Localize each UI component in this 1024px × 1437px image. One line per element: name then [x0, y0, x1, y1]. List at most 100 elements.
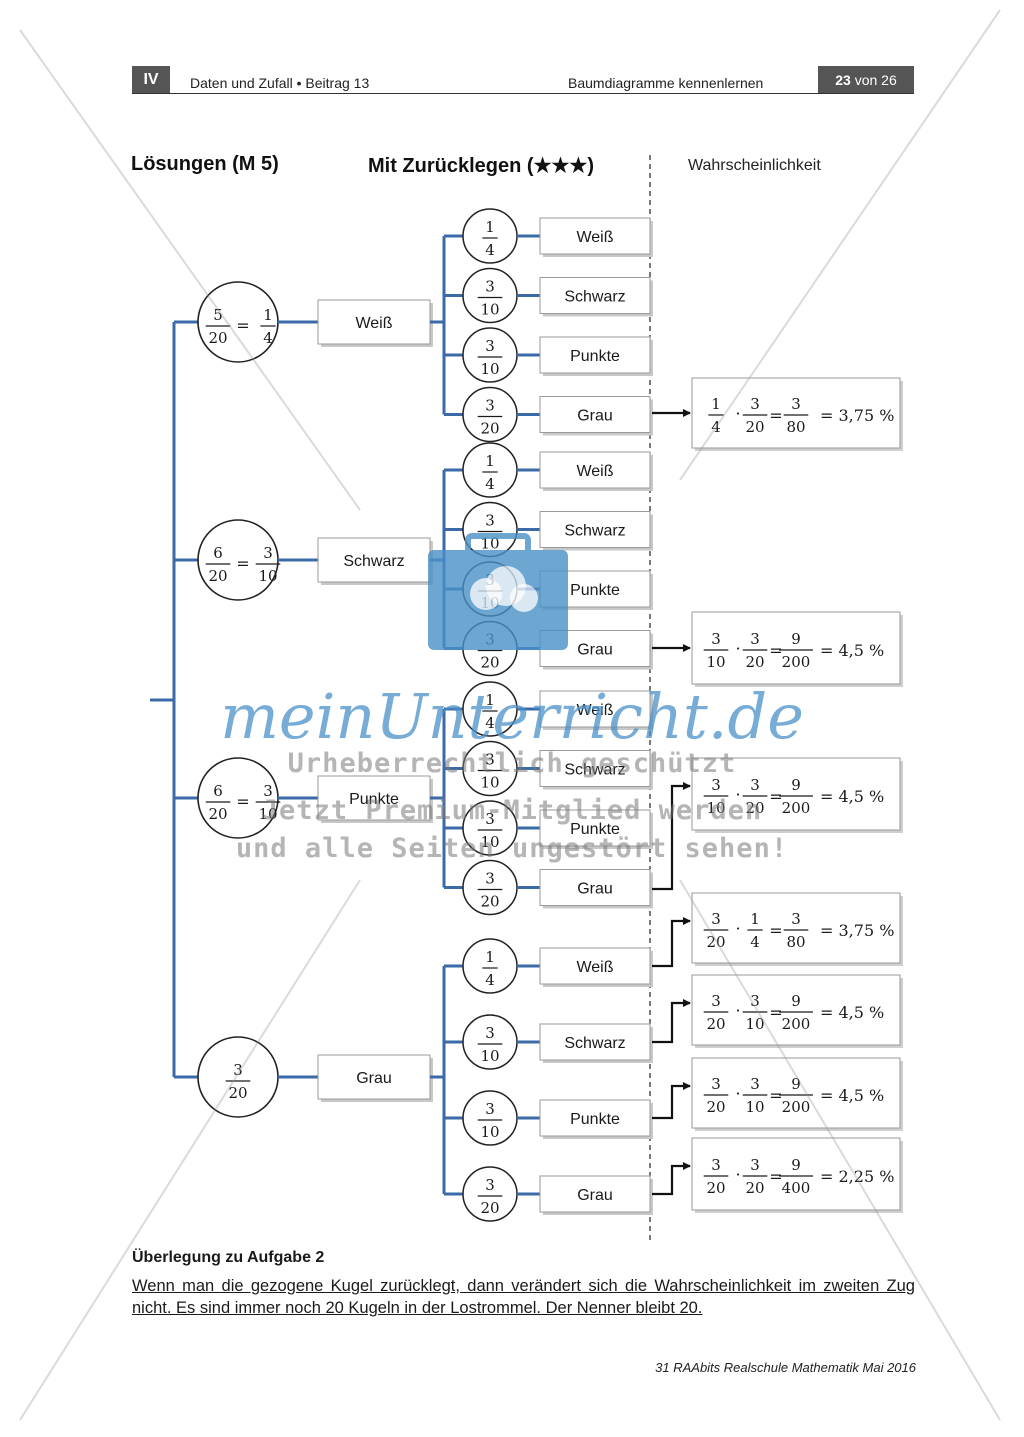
variant-title: Mit Zurücklegen (★★★) [368, 155, 595, 177]
multiply-sign: · [735, 639, 740, 658]
first-draw-box-label: Weiß [355, 315, 392, 332]
equals-sign: = [769, 1003, 782, 1022]
second-draw-box-label: Grau [577, 408, 613, 425]
fraction-denominator: 4 [485, 475, 495, 493]
second-draw-box [539, 750, 651, 787]
fraction-denominator: 200 [782, 799, 811, 817]
result-product: 380 [783, 910, 809, 951]
second-draw-box-label: Schwarz [564, 523, 625, 540]
suitcase-handle [465, 533, 531, 557]
second-draw-box-label: Punkte [570, 348, 620, 365]
fraction-denominator: 10 [480, 360, 499, 378]
second-draw-box-label: Grau [577, 881, 613, 898]
fraction-numerator: 3 [711, 992, 721, 1010]
second-draw-fraction: 320 [477, 870, 503, 911]
fraction-numerator: 9 [791, 992, 801, 1010]
fraction-denominator: 200 [782, 1015, 811, 1033]
watermark-diagonal [19, 879, 361, 1421]
series-label: Daten und Zufall • Beitrag 13 [190, 75, 370, 91]
fraction-denominator: 20 [745, 418, 764, 436]
fraction-numerator: 3 [485, 512, 495, 530]
multiply-sign: · [735, 404, 740, 423]
fraction-denominator: 80 [786, 418, 805, 436]
result-factor-1: 310 [703, 776, 729, 817]
equals-sign: = [236, 554, 249, 573]
fraction-numerator: 3 [263, 782, 273, 800]
second-draw-box-label: Schwarz [564, 289, 625, 306]
second-draw-box [539, 336, 651, 374]
fraction-denominator: 20 [706, 933, 725, 951]
second-draw-fraction: 310 [477, 278, 503, 319]
second-draw-box [539, 1023, 651, 1061]
result-factor-2: 320 [742, 395, 768, 436]
fraction-denominator: 20 [480, 420, 499, 438]
footer-source: 31 RAAbits Realschule Mathematik Mai 201… [655, 1360, 916, 1375]
fraction-numerator: 3 [485, 810, 495, 828]
result-factor-2: 320 [742, 1156, 768, 1197]
fraction-numerator: 1 [750, 910, 760, 928]
fraction-numerator: 3 [750, 630, 760, 648]
fraction-denominator: 4 [263, 329, 273, 347]
second-draw-box-label: Weiß [576, 229, 613, 246]
equals-sign: = [769, 1167, 782, 1186]
watermark-diagonal [679, 879, 1001, 1421]
fraction-denominator: 10 [480, 1047, 499, 1065]
result-percent: = 4,5 % [820, 787, 884, 806]
second-draw-box [539, 809, 651, 847]
second-draw-box-label: Schwarz [564, 1035, 625, 1052]
result-arrow [652, 917, 691, 968]
result-arrow [652, 1082, 691, 1120]
second-draw-fraction: 310 [477, 810, 503, 851]
second-draw-fraction: 14 [482, 218, 498, 259]
solutions-title: Lösungen (M 5) [131, 153, 279, 175]
fraction-numerator: 3 [711, 776, 721, 794]
fraction-denominator: 20 [480, 893, 499, 911]
fraction-denominator: 4 [485, 971, 495, 989]
fraction-denominator: 10 [480, 833, 499, 851]
fraction-denominator: 20 [208, 805, 227, 823]
second-draw-box [539, 277, 651, 314]
equals-sign: = [769, 1086, 782, 1105]
reflection-section: Überlegung zu Aufgabe 2 Wenn man die gez… [132, 1249, 915, 1319]
first-draw-fraction-reduced: 310 [255, 782, 281, 823]
fraction-numerator: 3 [711, 630, 721, 648]
equals-sign: = [236, 316, 249, 335]
fraction-numerator: 3 [485, 870, 495, 888]
page-number-badge: 23 von 26 [818, 66, 914, 94]
result-factor-2: 320 [742, 776, 768, 817]
fraction-numerator: 3 [750, 1075, 760, 1093]
fraction-numerator: 3 [233, 1061, 243, 1079]
multiply-sign: · [735, 1165, 740, 1184]
second-draw-fraction: 320 [477, 397, 503, 438]
second-draw-fraction: 14 [482, 691, 498, 732]
fraction-numerator: 3 [791, 910, 801, 928]
second-draw-fraction: 310 [477, 1100, 503, 1141]
fraction-denominator: 10 [480, 774, 499, 792]
page-total: von 26 [854, 72, 897, 88]
header-rule [132, 93, 914, 94]
page-current: 23 [835, 72, 851, 88]
result-factor-2: 14 [747, 910, 763, 951]
equals-sign: = [769, 641, 782, 660]
fraction-denominator: 20 [745, 799, 764, 817]
fraction-denominator: 4 [750, 933, 760, 951]
result-box [691, 1057, 901, 1129]
result-factor-1: 320 [703, 992, 729, 1033]
equals-sign: = [769, 406, 782, 425]
fraction-denominator: 4 [711, 418, 721, 436]
fraction-numerator: 6 [213, 782, 223, 800]
multiply-sign: · [735, 919, 740, 938]
fraction-numerator: 3 [711, 1075, 721, 1093]
second-draw-box-label: Punkte [570, 1111, 620, 1128]
first-draw-fraction-reduced: 310 [255, 544, 281, 585]
fraction-denominator: 20 [706, 1098, 725, 1116]
result-factor-2: 310 [742, 1075, 768, 1116]
fraction-denominator: 10 [706, 799, 725, 817]
watermark-diagonal [679, 9, 1001, 481]
multiply-sign: · [735, 1084, 740, 1103]
